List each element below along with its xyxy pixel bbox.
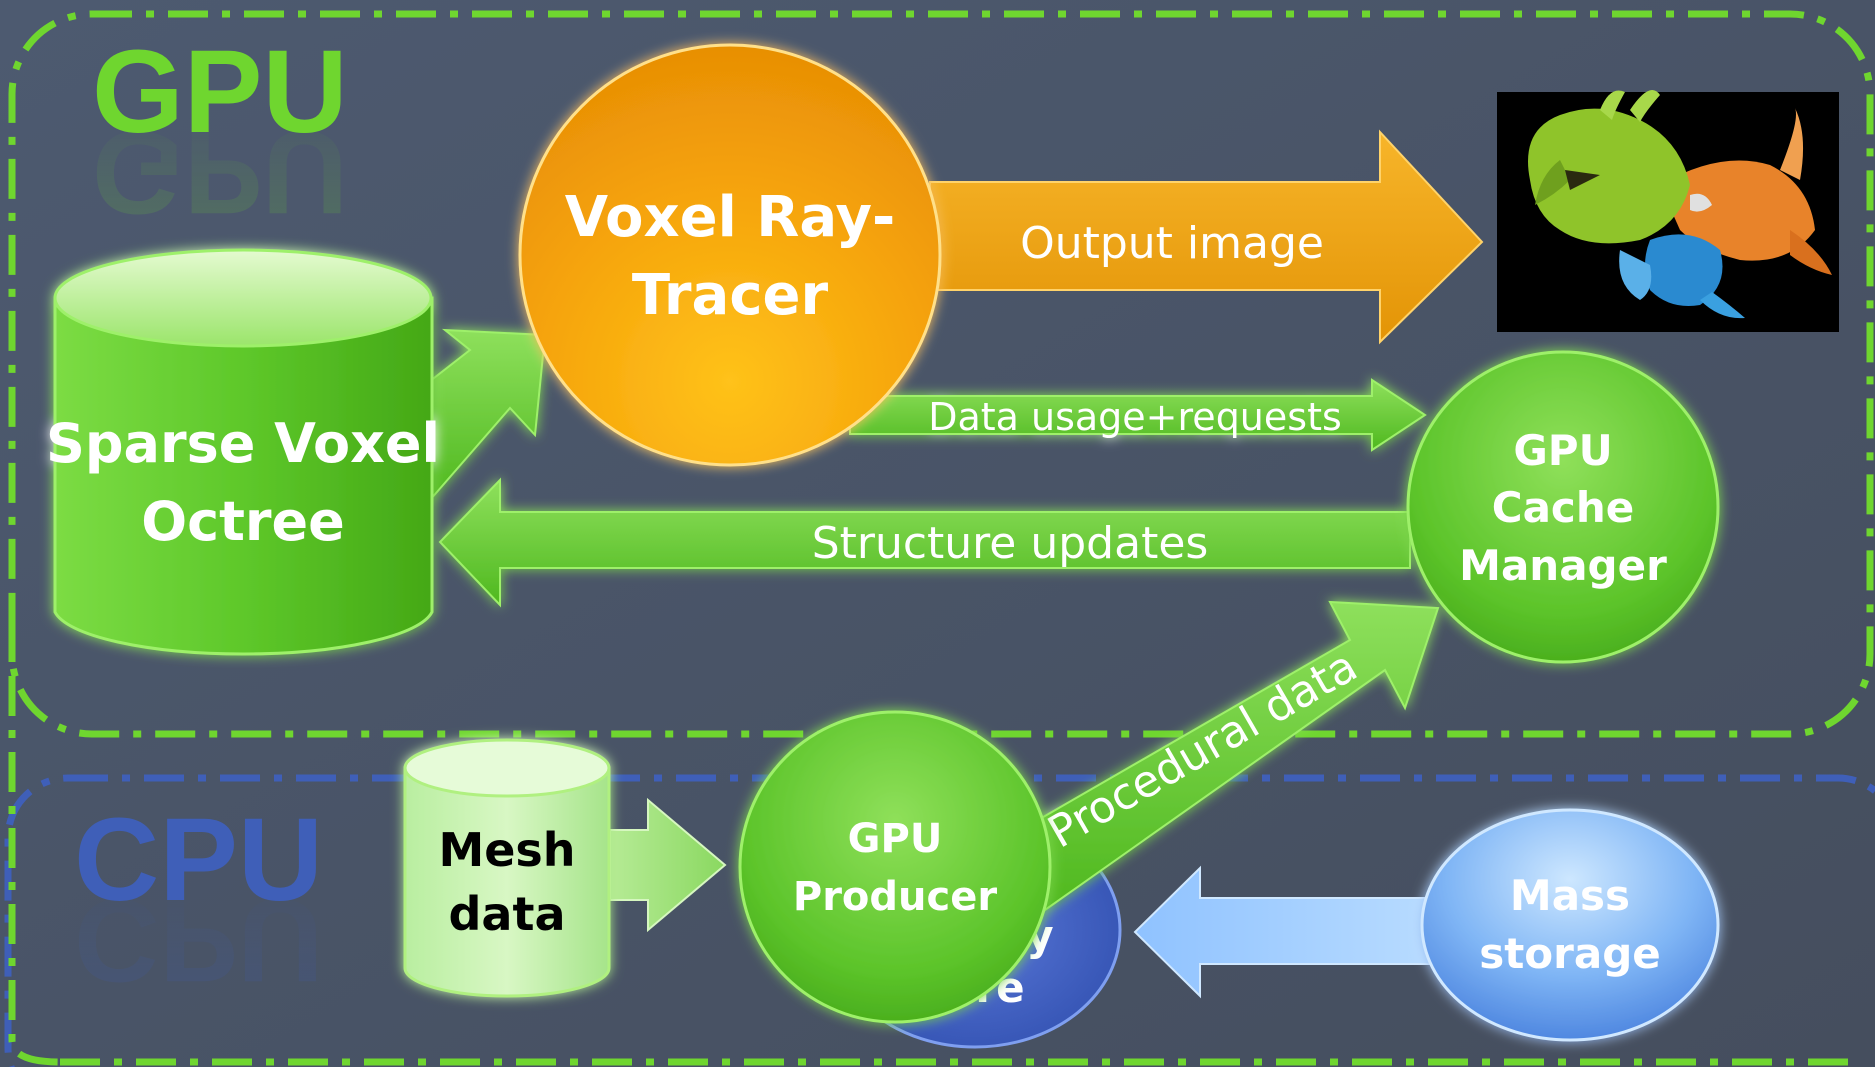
output-image-label: Output image [1020, 218, 1324, 269]
cache-manager-label-line1: GPU [1513, 426, 1612, 475]
raytracer-label-line2: Tracer [632, 263, 829, 328]
producer-label-line2: Producer [793, 874, 997, 920]
mesh-label-line1: Mesh [438, 823, 575, 877]
gpu-cache-manager-node: GPU Cache Manager [1406, 350, 1720, 664]
mesh-label-line2: data [449, 887, 566, 941]
svo-label-line1: Sparse Voxel [46, 412, 440, 475]
sparse-voxel-octree-node: Sparse Voxel Octree [46, 248, 440, 656]
mesh-to-producer-arrow [609, 797, 727, 933]
cpu-region-label: CPU CPU [74, 794, 323, 1006]
cpu-label-text: CPU [74, 794, 323, 926]
mass-storage-label-line1: Mass [1510, 871, 1630, 920]
producer-label-line1: GPU [848, 816, 943, 862]
gpu-region-border-lower [8, 600, 61, 1066]
gpu-label-text: GPU [92, 26, 348, 158]
mass-storage-node: Mass storage [1420, 808, 1720, 1042]
data-usage-label: Data usage+requests [928, 395, 1342, 439]
cache-manager-label-line3: Manager [1459, 541, 1667, 590]
output-image-arrow: Output image [929, 129, 1484, 345]
cpu-region-border [4, 774, 1875, 1067]
gpu-producer-node: GPU Producer [738, 710, 1052, 1024]
mass-storage-label-line2: storage [1479, 929, 1661, 978]
gpu-label-reflection: GPU [92, 106, 348, 238]
structure-updates-arrow [438, 477, 1411, 608]
voxel-raytracer-node: Voxel Ray- Tracer [518, 43, 942, 467]
raytracer-label-line1: Voxel Ray- [565, 185, 895, 250]
output-image-render [1497, 90, 1839, 332]
structure-updates-label: Structure updates [812, 518, 1209, 569]
mesh-data-node: Mesh data [403, 738, 611, 998]
dragon-render-icon [1528, 90, 1832, 319]
cpu-label-reflection: CPU [74, 874, 323, 1006]
mass-storage-arrow [1133, 865, 1441, 999]
gpu-region-label: GPU GPU [92, 26, 348, 238]
svo-label-line2: Octree [141, 490, 345, 553]
data-usage-arrow: Data usage+requests [849, 378, 1427, 452]
cache-manager-label-line2: Cache [1492, 483, 1634, 532]
